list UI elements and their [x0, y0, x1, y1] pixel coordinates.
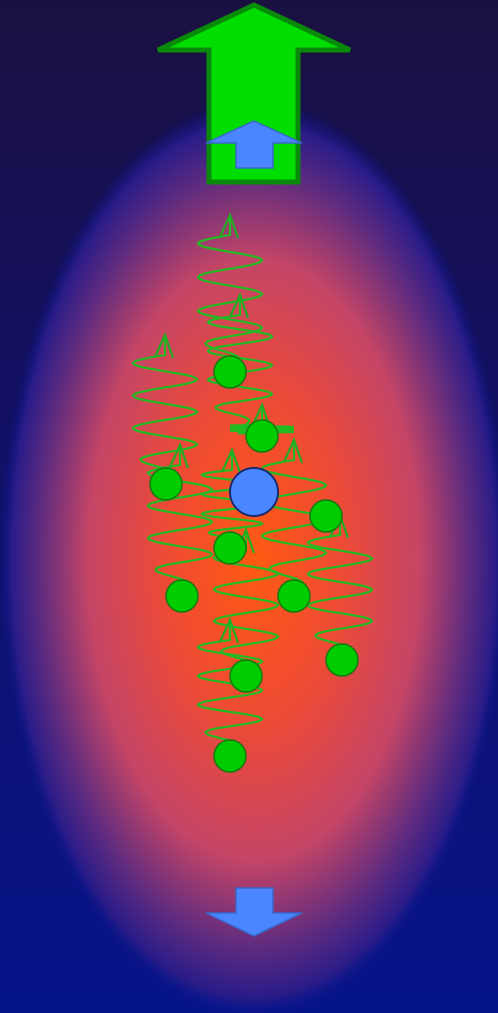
emitter-particle [278, 580, 310, 612]
emitter-particle [150, 468, 182, 500]
emitter-particle [166, 580, 198, 612]
emitter-particle [246, 420, 278, 452]
central-particle [230, 468, 278, 516]
emitter-particle [230, 660, 262, 692]
emitter-particle [214, 356, 246, 388]
emitter-particle [214, 740, 246, 772]
emitter-particle [214, 532, 246, 564]
emission-glow-region [0, 100, 498, 1013]
emitter-particle [326, 644, 358, 676]
emitter-particle [310, 500, 342, 532]
